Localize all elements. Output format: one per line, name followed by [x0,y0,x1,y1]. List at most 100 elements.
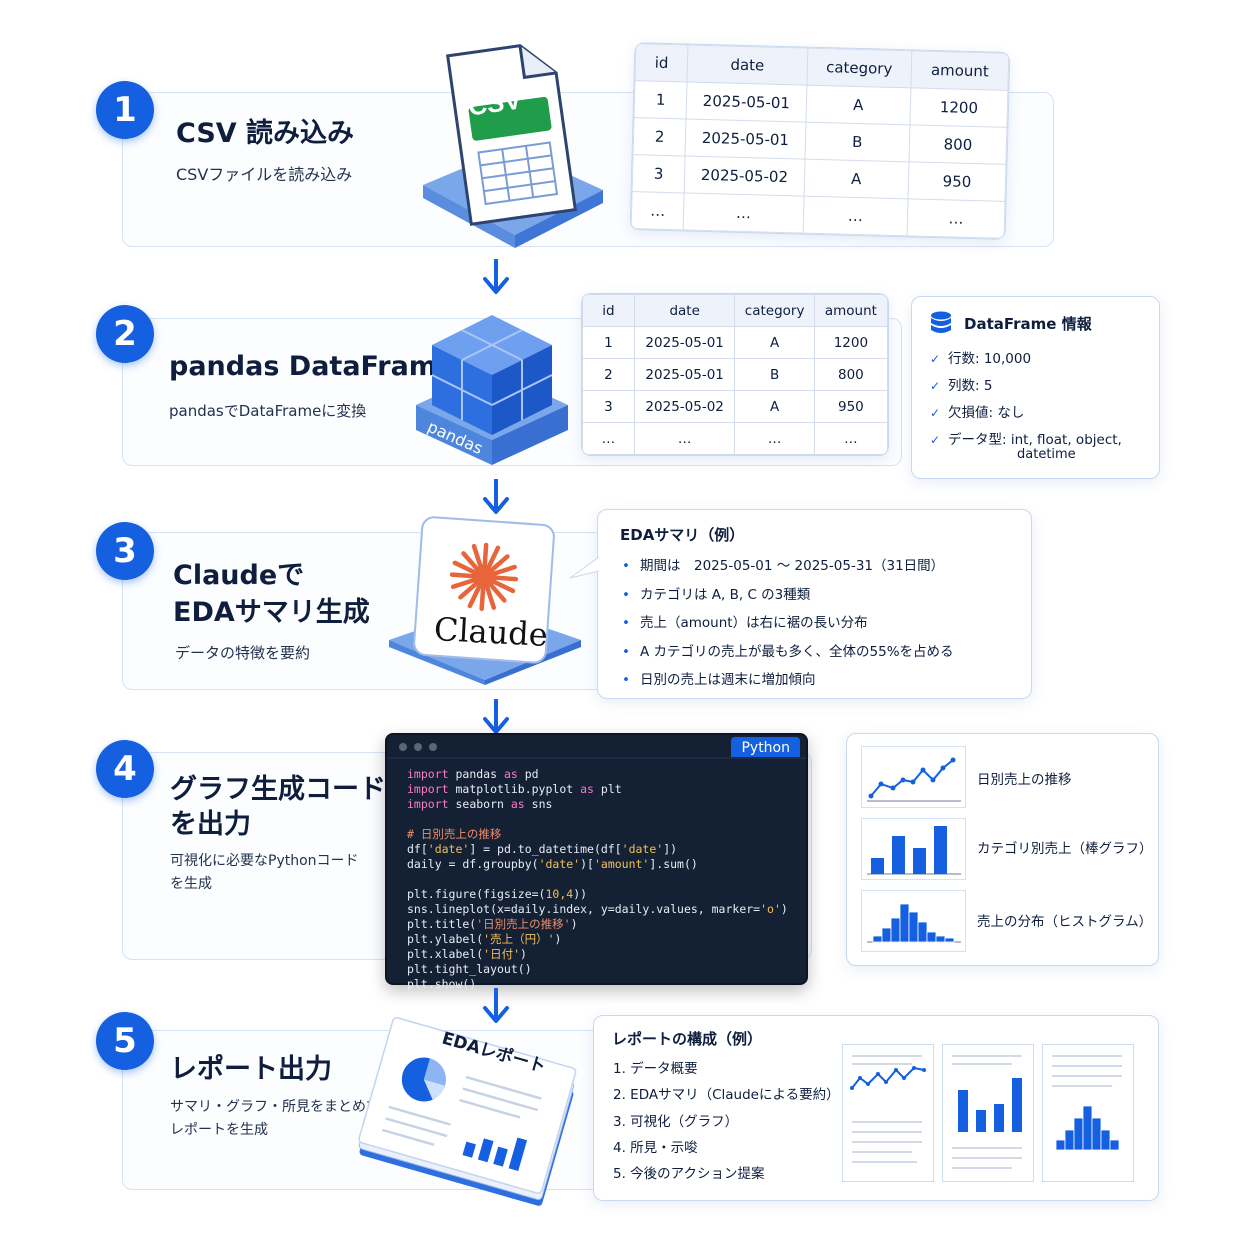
list-item: 列数: 5 [928,373,1122,400]
step4-number: 4 [96,740,154,798]
eda-summary-list: 期間は 2025-05-01 ～ 2025-05-31（31日間） カテゴリは … [620,552,954,695]
table-cell: 2025-05-01 [686,82,807,123]
language-badge: Python [731,737,800,759]
code-line: # 日別売上の推移 [407,827,502,841]
csv-file-icon [423,44,603,248]
line-chart-thumbnail [861,746,966,808]
table-cell: 1 [634,80,688,119]
step2-title: pandas DataFrame [169,351,456,382]
table-cell: … [683,192,804,234]
table-header: date [633,294,736,327]
table-cell: 1200 [909,87,1008,128]
table-cell: … [813,422,888,455]
report-document-icon [358,1016,577,1206]
code-line: daily = df.groupby('date')['amount'].sum… [407,857,698,871]
code-line: import seaborn as sns [407,797,553,811]
code-block: import pandas as pd import matplotlib.py… [407,767,788,992]
claude-icon [389,516,581,685]
histogram-thumbnail [861,890,966,952]
list-item: 日別の売上は週末に増加傾向 [620,666,954,695]
step1-title: CSV 読み込み [176,118,355,149]
step1-number: 1 [96,81,154,139]
report-page-histogram [1042,1044,1134,1182]
list-item: データ型: int, float, object, [928,427,1122,454]
list-item: 1. データ概要 [613,1061,698,1077]
step5-number: 5 [96,1012,154,1070]
report-structure-list: 1. データ概要 2. EDAサマリ（Claudeによる要約） 3. 可視化（グ… [613,1056,840,1187]
table-cell: … [633,422,736,455]
table-cell: … [907,198,1005,239]
step5-subtitle-line2: レポートを生成 [170,1122,268,1138]
bar-chart-thumbnail [861,818,966,880]
table-cell: 2025-05-01 [685,118,806,160]
table-cell: 2025-05-02 [633,390,736,423]
code-line: plt.ylabel('売上（円）') [407,932,562,946]
pandas-cube-icon [416,315,568,465]
report-page-bar-chart [942,1044,1034,1182]
table-cell: 2025-05-01 [633,358,736,391]
window-dot [429,743,437,751]
table-header: id [582,294,635,327]
table-cell: … [802,196,909,236]
table-cell: 1 [582,326,635,359]
step2-subtitle: pandasでDataFrameに変換 [169,402,367,420]
table-header: amount [910,50,1009,91]
code-line: plt.tight_layout() [407,962,532,976]
list-item: 欠損値: なし [928,400,1122,427]
table-cell: 1200 [813,326,888,359]
table-cell: 3 [632,154,686,193]
table-cell: 2025-05-01 [633,326,736,359]
dataframe-info-card: DataFrame 情報 行数: 10,000 列数: 5 欠損値: なし デー… [911,296,1160,479]
down-arrow-icon [483,699,509,734]
chart-label: 売上の分布（ヒストグラム） [977,914,1153,930]
database-icon [931,311,951,333]
table-cell: 2 [633,117,687,156]
table-cell: 2025-05-02 [684,155,805,197]
table-cell: … [582,422,635,455]
table-header: date [687,45,808,86]
down-arrow-icon [483,479,509,514]
step3-subtitle: データの特徴を要約 [175,644,311,662]
step4-subtitle-line1: 可視化に必要なPythonコード [170,853,359,869]
report-structure-card: レポートの構成（例） 1. データ概要 2. EDAサマリ（Claudeによる要… [593,1015,1159,1201]
list-item: 2. EDAサマリ（Claudeによる要約） [613,1087,840,1104]
code-line: plt.figure(figsize=(10,4)) [407,887,588,901]
list-item: 4. 所見・示唆 [613,1139,698,1156]
down-arrow-icon [483,259,509,294]
table-header: category [734,294,815,327]
window-dot [414,743,422,751]
table-cell: 950 [813,390,888,423]
list-item: カテゴリは A, B, C の3種類 [620,581,954,610]
step3-title-line1: Claudeで [173,560,305,591]
window-dot [399,743,407,751]
step4-subtitle-line2: を生成 [170,876,212,892]
step4-title-line1: グラフ生成コード [170,774,386,805]
table-cell: 800 [813,358,888,391]
list-item: 行数: 10,000 [928,346,1122,373]
charts-card: 日別売上の推移 カテゴリ別売上（棒グラフ） 売上の分布（ヒストグラム） [846,733,1159,966]
step2-number: 2 [96,305,154,363]
table-cell: 2 [582,358,635,391]
code-line: sns.lineplot(x=daily.index, y=daily.valu… [407,902,788,916]
speech-bubble-tail [569,556,600,579]
code-window: Python import pandas as pd import matplo… [385,733,808,991]
table-cell: 3 [582,390,635,423]
code-top-bar [387,757,806,759]
table-cell: 800 [909,124,1007,165]
list-item: 3. 可視化（グラフ） [613,1113,739,1130]
code-line: import pandas as pd [407,767,539,781]
table-cell: B [804,122,910,162]
table-header: category [806,48,912,88]
table-cell: … [631,191,685,230]
table-header: amount [813,294,888,327]
table-cell: 950 [908,161,1006,202]
table-cell: A [805,85,911,125]
code-line: plt.show() [407,977,477,991]
table-header: id [635,43,689,83]
